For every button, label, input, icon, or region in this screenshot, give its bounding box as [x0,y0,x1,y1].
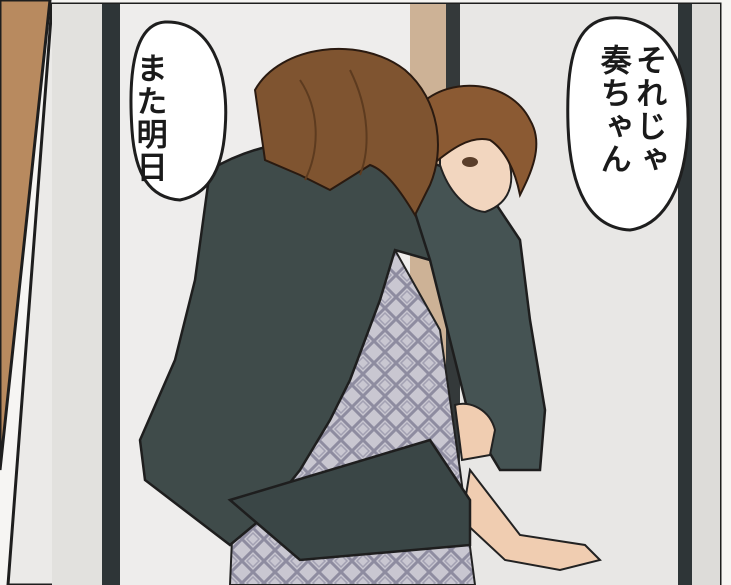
carrier-hair [418,84,538,199]
carried-hair [253,48,439,218]
speech-bubble-right [566,16,690,232]
speech-bubble-left [129,20,228,202]
speech-line: それじゃ [630,44,667,176]
door-frame-left [102,4,120,585]
hand [453,402,497,462]
speech-line: また明日 [130,52,167,184]
speech-text-right: それじゃ 奏ちゃん [594,44,667,176]
speech-line: 奏ちゃん [594,44,631,176]
jacket-sleeve [393,147,547,472]
jacket-hem [227,438,472,562]
wall-panel-left [52,4,104,585]
carrier-eye [462,157,478,167]
speech-text-left: また明日 [130,52,167,184]
